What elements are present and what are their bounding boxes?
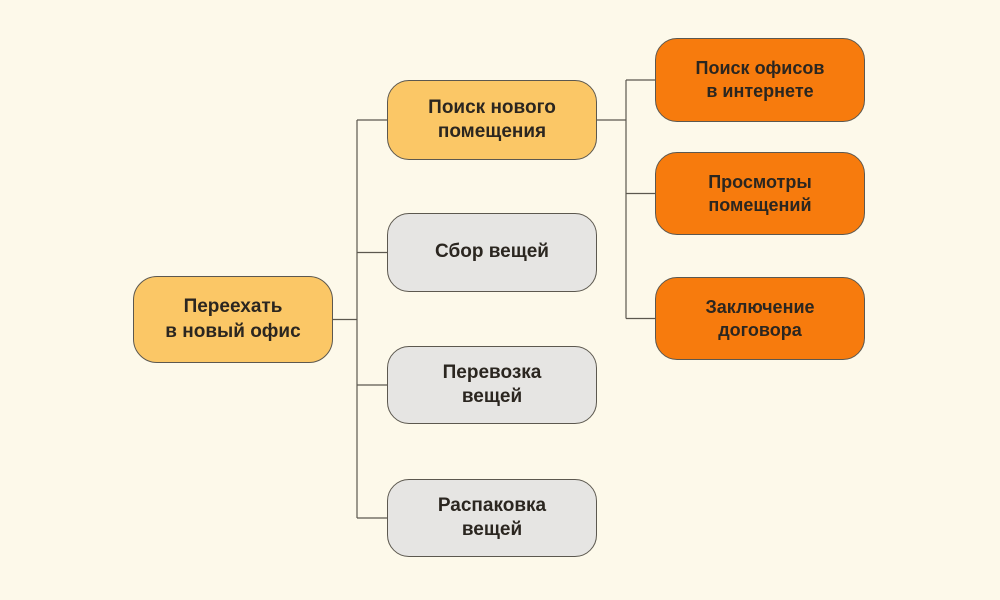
node-stage-transport-things[interactable]: Перевозка вещей [387, 346, 597, 424]
node-stage-unpack-things[interactable]: Распаковка вещей [387, 479, 597, 557]
node-sub-view-premises[interactable]: Просмотры помещений [655, 152, 865, 235]
node-sub-sign-contract[interactable]: Заключение договора [655, 277, 865, 360]
node-stage-find-new-premises[interactable]: Поиск нового помещения [387, 80, 597, 160]
node-sub-search-offices-online[interactable]: Поиск офисов в интернете [655, 38, 865, 122]
node-stage-pack-things[interactable]: Сбор вещей [387, 213, 597, 292]
node-root-move-to-new-office[interactable]: Переехать в новый офис [133, 276, 333, 363]
